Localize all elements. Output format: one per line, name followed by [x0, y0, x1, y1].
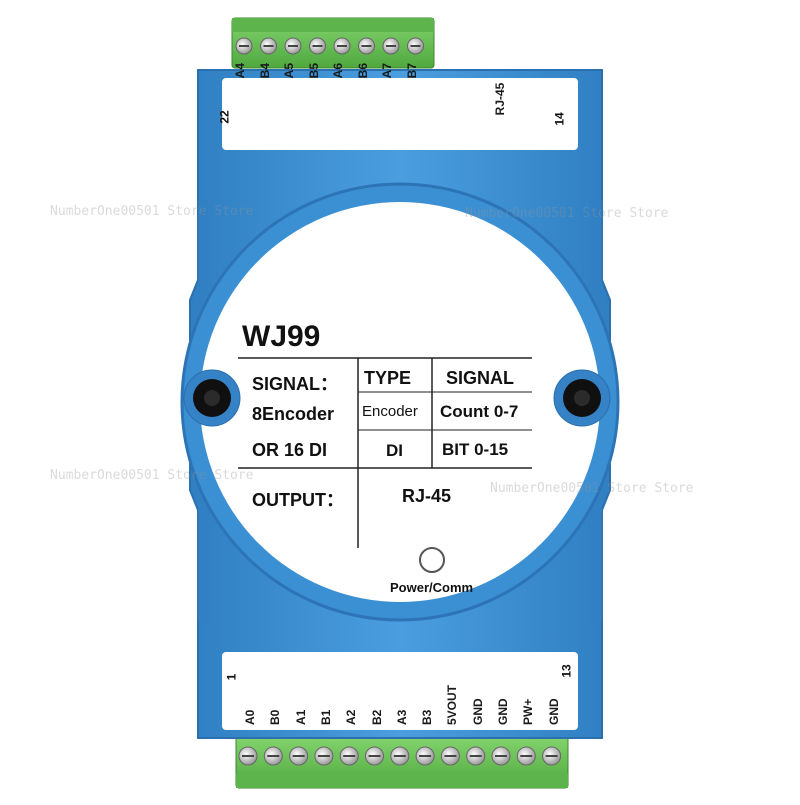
top-terminal-label: B6 — [355, 63, 370, 79]
top-terminal-label: A5 — [282, 63, 296, 79]
table-cell: BIT 0-15 — [442, 440, 509, 459]
signal-line-1: 8Encoder — [252, 404, 335, 424]
table-cell: Encoder — [362, 403, 418, 420]
bottom-pin-start: 1 — [224, 673, 239, 681]
top-terminal-block — [231, 17, 435, 69]
bottom-terminal-label: GND — [470, 698, 485, 725]
bottom-terminal-label: B3 — [420, 709, 435, 725]
power-led — [419, 547, 445, 573]
bottom-terminal-label: PW+ — [521, 698, 536, 725]
top-terminal-label: B7 — [404, 63, 419, 79]
bottom-terminal-label: A3 — [394, 709, 409, 725]
led-label: Power/Comm — [390, 580, 474, 595]
top-terminal-label: A7 — [380, 63, 394, 79]
top-pin-start: 22 — [217, 110, 232, 124]
bottom-terminal-label: A0 — [243, 709, 257, 725]
table-header-signal: SIGNAL — [446, 368, 515, 388]
bottom-terminal-label: 5VOUT — [445, 684, 460, 725]
top-terminal-label: A6 — [331, 63, 345, 79]
table-cell: DI — [386, 441, 403, 460]
top-pin-end: 14 — [552, 112, 567, 126]
bottom-terminal-label: A2 — [344, 709, 359, 725]
top-port-label: RJ-45 — [493, 82, 507, 116]
signal-label: SIGNAL： — [252, 374, 339, 394]
bottom-terminal-label: B1 — [318, 709, 333, 725]
bottom-terminal-label: GND — [496, 698, 510, 725]
top-terminal-label: B4 — [257, 63, 272, 79]
housing — [180, 69, 620, 739]
signal-line-2: OR 16 DI — [252, 440, 328, 460]
top-terminal-label: B5 — [306, 63, 321, 79]
bottom-terminal-block — [235, 735, 569, 789]
model-title: WJ99 — [242, 320, 321, 353]
table-header-type: TYPE — [364, 368, 412, 388]
bottom-terminal-label: A1 — [293, 709, 308, 725]
output-label: OUTPUT： — [252, 490, 344, 510]
bottom-terminal-label: B0 — [268, 709, 283, 725]
bottom-pin-end: 13 — [559, 664, 574, 678]
top-terminal-label: A4 — [233, 63, 247, 79]
table-cell: Count 0-7 — [440, 402, 519, 421]
output-value: RJ-45 — [402, 486, 452, 506]
bottom-terminal-label: GND — [546, 698, 561, 725]
bottom-terminal-label: B2 — [369, 709, 384, 725]
